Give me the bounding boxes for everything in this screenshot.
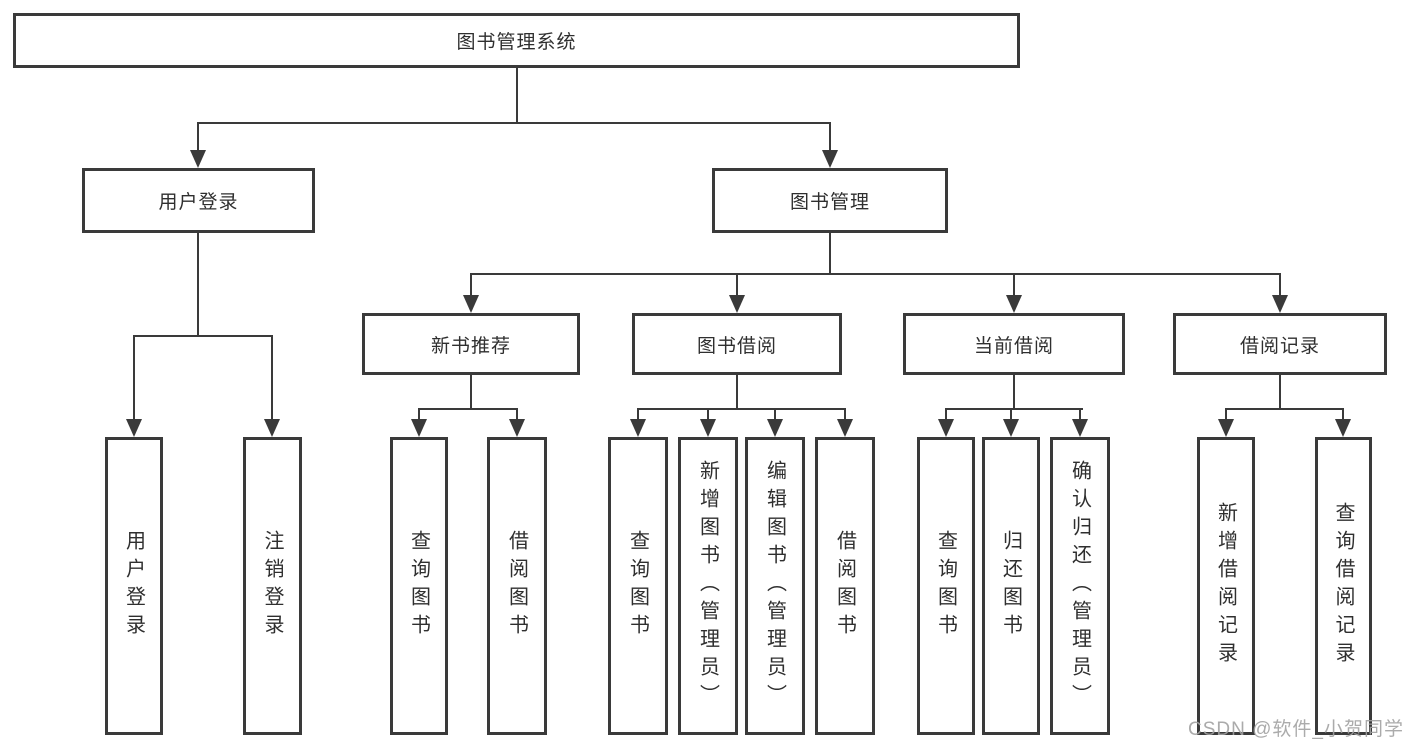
connector-line bbox=[1010, 408, 1012, 423]
arrow-down-icon bbox=[630, 419, 646, 437]
node-label: 用户登录 bbox=[158, 192, 239, 213]
leaf-confirm-return-admin: 确认归还（管理员） bbox=[1050, 437, 1110, 735]
arrow-down-icon bbox=[1218, 419, 1234, 437]
connector-line bbox=[1342, 408, 1344, 423]
arrow-down-icon bbox=[264, 419, 280, 437]
node-label: 新增借阅记录 bbox=[1214, 502, 1237, 670]
node-label: 借阅图书 bbox=[505, 530, 528, 642]
connector-line bbox=[1279, 375, 1281, 408]
leaf-query-borrow-record: 查询借阅记录 bbox=[1315, 437, 1372, 735]
csdn-watermark: CSDN @软件_小贺同学 bbox=[1188, 719, 1404, 740]
node-borrowing-records: 借阅记录 bbox=[1173, 313, 1387, 375]
node-user-login-branch: 用户登录 bbox=[82, 168, 315, 233]
arrow-down-icon bbox=[411, 419, 427, 437]
leaf-return-book: 归还图书 bbox=[982, 437, 1040, 735]
node-label: 编辑图书（管理员） bbox=[763, 460, 786, 712]
connector-line bbox=[637, 408, 846, 410]
leaf-edit-book-admin: 编辑图书（管理员） bbox=[745, 437, 805, 735]
arrow-down-icon bbox=[1006, 295, 1022, 313]
arrow-down-icon bbox=[729, 295, 745, 313]
node-label: 新书推荐 bbox=[430, 335, 511, 357]
connector-line bbox=[271, 335, 273, 423]
node-label: 注销登录 bbox=[261, 530, 283, 642]
leaf-query-book-2: 查询图书 bbox=[608, 437, 668, 735]
connector-line bbox=[829, 122, 831, 154]
node-label: 查询图书 bbox=[626, 530, 649, 642]
connector-line bbox=[1225, 408, 1227, 423]
connector-line bbox=[736, 375, 738, 408]
connector-line bbox=[844, 408, 846, 423]
connector-line bbox=[197, 122, 831, 124]
connector-line bbox=[829, 233, 831, 275]
node-label: 图书借阅 bbox=[696, 335, 777, 357]
leaf-logout: 注销登录 bbox=[243, 437, 302, 735]
arrow-down-icon bbox=[463, 295, 479, 313]
leaf-add-borrow-record: 新增借阅记录 bbox=[1197, 437, 1255, 735]
connector-line bbox=[418, 408, 420, 423]
connector-line bbox=[516, 68, 518, 122]
connector-line bbox=[197, 233, 199, 335]
leaf-add-book-admin: 新增图书（管理员） bbox=[678, 437, 738, 735]
node-label: 借阅图书 bbox=[833, 530, 856, 642]
connector-line bbox=[470, 273, 1281, 275]
arrow-down-icon bbox=[700, 419, 716, 437]
connector-line bbox=[1279, 273, 1281, 299]
connector-line bbox=[133, 335, 135, 423]
leaf-user-login: 用户登录 bbox=[105, 437, 163, 735]
connector-line bbox=[418, 408, 518, 410]
node-current-borrowing: 当前借阅 bbox=[903, 313, 1125, 375]
arrow-down-icon bbox=[126, 419, 142, 437]
node-label: 归还图书 bbox=[999, 530, 1022, 642]
connector-line bbox=[197, 122, 199, 154]
connector-line bbox=[1013, 375, 1015, 408]
arrow-down-icon bbox=[1072, 419, 1088, 437]
arrow-down-icon bbox=[1335, 419, 1351, 437]
node-root: 图书管理系统 bbox=[13, 13, 1020, 68]
node-label: 新增图书（管理员） bbox=[696, 460, 719, 712]
connector-line bbox=[470, 375, 472, 408]
arrow-down-icon bbox=[1003, 419, 1019, 437]
connector-line bbox=[1079, 408, 1081, 423]
leaf-borrow-book-1: 借阅图书 bbox=[487, 437, 547, 735]
node-label: 确认归还（管理员） bbox=[1068, 460, 1091, 712]
connector-line bbox=[133, 335, 273, 337]
connector-line bbox=[707, 408, 709, 423]
arrow-down-icon bbox=[767, 419, 783, 437]
connector-line bbox=[1225, 408, 1344, 410]
connector-line bbox=[945, 408, 1083, 410]
node-label: 图书管理系统 bbox=[456, 32, 577, 53]
arrow-down-icon bbox=[822, 150, 838, 168]
arrow-down-icon bbox=[938, 419, 954, 437]
node-book-management: 图书管理 bbox=[712, 168, 948, 233]
connector-line bbox=[637, 408, 639, 423]
node-label: 图书管理 bbox=[789, 192, 870, 213]
leaf-borrow-book-2: 借阅图书 bbox=[815, 437, 875, 735]
node-label: 查询借阅记录 bbox=[1332, 502, 1354, 670]
connector-line bbox=[945, 408, 947, 423]
arrow-down-icon bbox=[190, 150, 206, 168]
node-label: 借阅记录 bbox=[1239, 335, 1320, 357]
node-label: 查询图书 bbox=[407, 530, 430, 642]
node-label: 用户登录 bbox=[122, 530, 145, 642]
arrow-down-icon bbox=[509, 419, 525, 437]
connector-line bbox=[470, 273, 472, 299]
connector-line bbox=[736, 273, 738, 299]
node-label: 查询图书 bbox=[934, 530, 957, 642]
node-label: 当前借阅 bbox=[973, 335, 1054, 357]
connector-line bbox=[516, 408, 518, 423]
arrow-down-icon bbox=[837, 419, 853, 437]
connector-line bbox=[1013, 273, 1015, 299]
leaf-query-book-1: 查询图书 bbox=[390, 437, 448, 735]
arrow-down-icon bbox=[1272, 295, 1288, 313]
leaf-query-book-3: 查询图书 bbox=[917, 437, 975, 735]
connector-line bbox=[774, 408, 776, 423]
node-new-book-recommend: 新书推荐 bbox=[362, 313, 580, 375]
node-book-borrowing: 图书借阅 bbox=[632, 313, 842, 375]
